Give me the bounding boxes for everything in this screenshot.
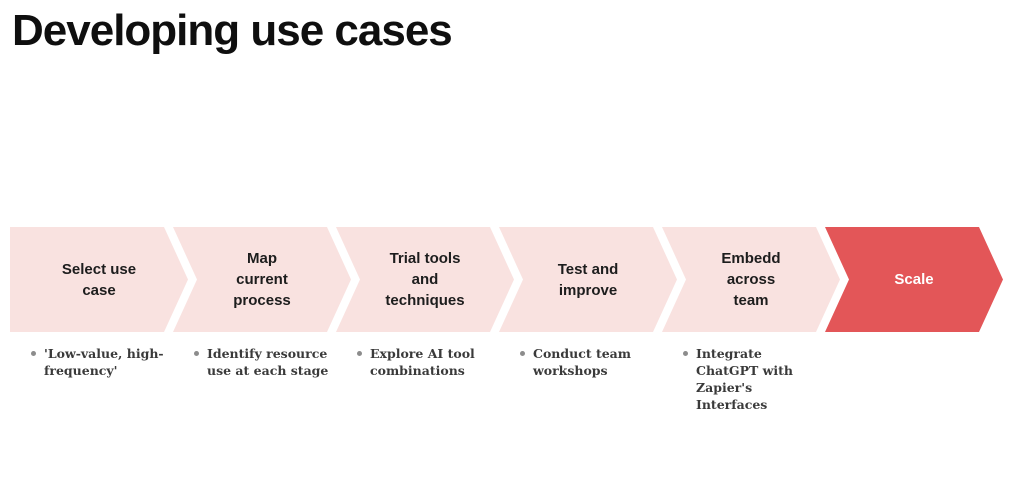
step-detail-select-use-case: 'Low-value, high- frequency' — [10, 345, 173, 379]
bullet-item: Conduct team workshops — [520, 345, 662, 379]
step-scale: Scale — [825, 227, 1003, 332]
bullet-item: Explore AI tool combinations — [357, 345, 499, 379]
step-label: Select use case — [61, 260, 137, 299]
bullet-text: 'Low-value, high- frequency' — [44, 346, 164, 378]
bullet-item: Integrate ChatGPT with Zapier's Interfac… — [683, 345, 825, 413]
step-detail-embed-across-team: Integrate ChatGPT with Zapier's Interfac… — [662, 345, 825, 413]
bullet-dot-icon — [31, 351, 36, 356]
step-trial-tools-and-techniques: Trial tools and techniques — [336, 227, 514, 332]
step-select-use-case: Select use case — [10, 227, 188, 332]
step-detail-trial-tools: Explore AI tool combinations — [336, 345, 499, 379]
step-embed-across-team: Embedd across team — [662, 227, 840, 332]
bullet-item: 'Low-value, high- frequency' — [31, 345, 173, 379]
step-detail-map-current-process: Identify resource use at each stage — [173, 345, 336, 379]
step-label: Embedd across team — [721, 250, 781, 309]
step-label: Trial tools and techniques — [385, 250, 465, 309]
bullet-dot-icon — [357, 351, 362, 356]
step-map-current-process: Map current process — [173, 227, 351, 332]
step-details: 'Low-value, high- frequency' Identify re… — [10, 345, 988, 413]
step-label: Map current process — [233, 250, 291, 309]
bullet-dot-icon — [194, 351, 199, 356]
step-label: Test and improve — [557, 260, 619, 299]
page-title: Developing use cases — [12, 6, 453, 55]
step-label: Scale — [894, 271, 934, 288]
bullet-text: Integrate ChatGPT with Zapier's Interfac… — [696, 346, 794, 412]
bullet-text: Identify resource use at each stage — [207, 346, 329, 378]
step-test-and-improve: Test and improve — [499, 227, 677, 332]
bullet-dot-icon — [683, 351, 688, 356]
bullet-text: Conduct team workshops — [533, 346, 631, 378]
bullet-dot-icon — [520, 351, 525, 356]
step-detail-test-and-improve: Conduct team workshops — [499, 345, 662, 379]
bullet-item: Identify resource use at each stage — [194, 345, 336, 379]
process-flow: Select use case Map current process Tria… — [10, 227, 1003, 332]
bullet-text: Explore AI tool combinations — [370, 346, 475, 378]
